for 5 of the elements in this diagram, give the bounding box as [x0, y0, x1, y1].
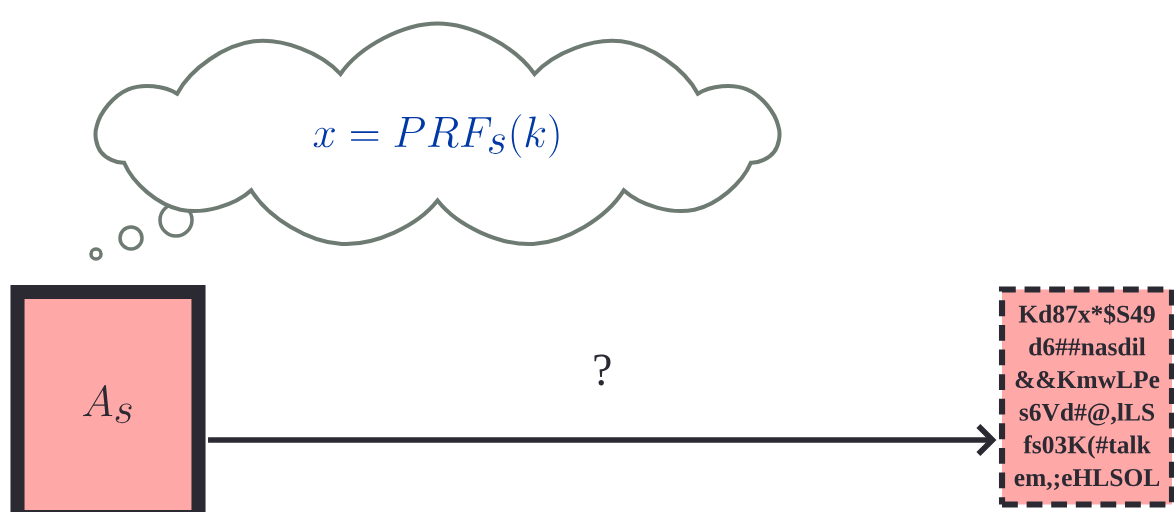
thought-cloud: $x = PRF_s(k)$: [93, 21, 782, 246]
ciphertext-box: Kd87x*$S49 d6##nasdil &&KmwLPe s6Vd#@,lLS fs03K(#talk em,;eHLSOL: [998, 286, 1174, 508]
arrow: [208, 423, 997, 457]
edge-label: ?: [594, 354, 611, 386]
agent-box: $A_s$: [10, 284, 206, 512]
